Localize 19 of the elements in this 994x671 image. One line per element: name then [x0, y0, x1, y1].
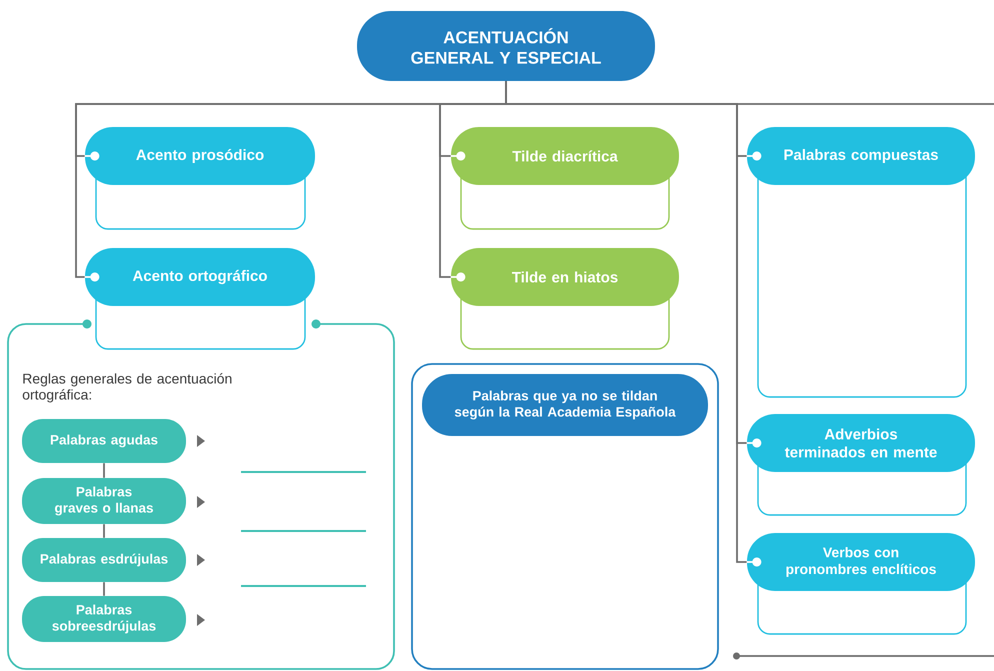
rule-pill: Palabras esdrújulas — [22, 538, 186, 582]
topic-pill: Palabras compuestas — [747, 127, 975, 185]
topic-pill: Tilde diacrítica — [451, 127, 679, 185]
topic-pill: Acento prosódico — [85, 127, 315, 185]
connector — [505, 81, 762, 566]
rule-pill: Palabras agudas — [22, 419, 186, 463]
topic-pill: Verbos con pronombres enclíticos — [747, 533, 975, 591]
topic-pill: Tilde en hiatos — [451, 248, 679, 306]
title-pill: ACENTUACIÓN GENERAL Y ESPECIAL — [357, 11, 655, 81]
rule-pill: Palabras sobreesdrújulas — [22, 596, 186, 642]
heading-pill: Palabras que ya no se tildan según la Real Academia Española — [422, 374, 708, 436]
connector — [103, 582, 105, 596]
connector — [103, 524, 105, 538]
topic-pill: Acento ortográfico — [85, 248, 315, 306]
topic-pill: Adverbios terminados en mente — [747, 414, 975, 472]
node-label: Reglas generales de acentuación ortográfica: — [22, 373, 232, 402]
connector — [103, 463, 105, 478]
answer-panel — [411, 363, 719, 670]
rule-pill: Palabras graves o llanas — [22, 478, 186, 524]
